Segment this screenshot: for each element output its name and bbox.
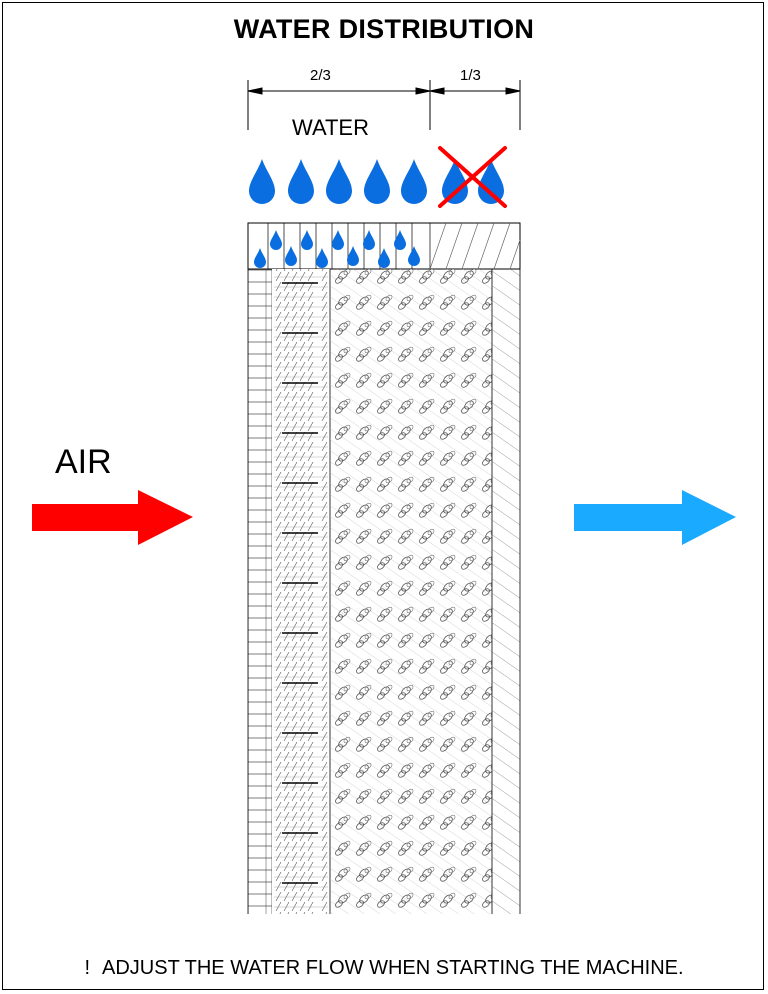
water-drop-icon (326, 159, 352, 204)
distribution-header (247, 222, 521, 270)
air-outlet-arrow (574, 490, 736, 545)
air-label: AIR (55, 443, 112, 481)
water-drop-icon (442, 159, 468, 204)
water-drop-icon (478, 159, 504, 204)
warning-mark: ! (84, 957, 91, 979)
instruction-text: ADJUST THE WATER FLOW WHEN STARTING THE … (102, 957, 684, 979)
water-label: WATER (292, 115, 369, 140)
water-drop-icon (364, 159, 390, 204)
dimension-label-one-third: 1/3 (460, 67, 481, 84)
water-drop-icon (288, 159, 314, 204)
air-inlet-arrow (32, 490, 193, 545)
dimension-label-two-thirds: 2/3 (310, 67, 331, 84)
water-drop-icon (249, 159, 275, 204)
page-title: WATER DISTRIBUTION (233, 14, 535, 44)
cooling-pad (247, 269, 521, 914)
small-water-drops (254, 230, 420, 268)
dimension-lines (247, 80, 521, 130)
instruction-note: ! ADJUST THE WATER FLOW WHEN STARTING THE… (0, 957, 768, 980)
cross-icon (438, 146, 507, 208)
water-drop-icon (401, 159, 427, 204)
